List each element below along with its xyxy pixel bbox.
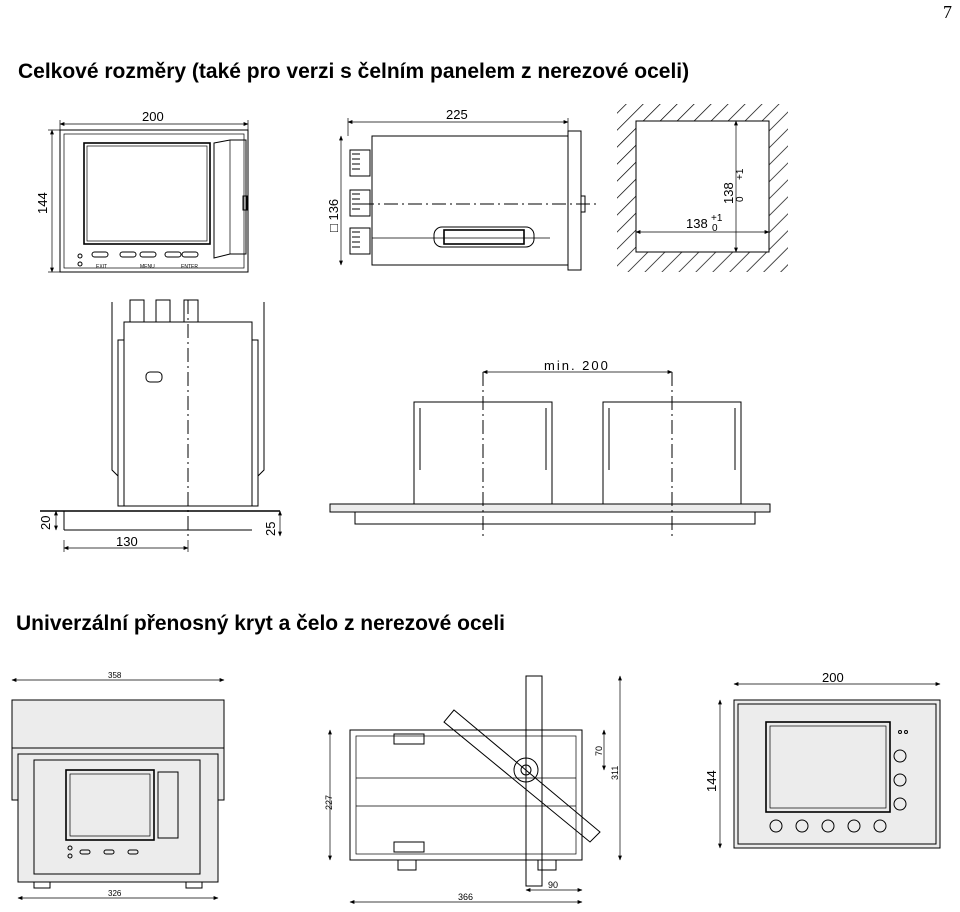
dim-front-width: 200 bbox=[142, 109, 164, 124]
dim-side-depth: 225 bbox=[446, 107, 468, 122]
dim-side-depth: 366 bbox=[458, 892, 473, 902]
side-view-drawing: 225 □ 136 bbox=[326, 107, 600, 271]
tol-plus-h: +1 bbox=[735, 168, 746, 180]
button-label-menu: MENU bbox=[140, 264, 155, 270]
button-label-exit: EXIT bbox=[96, 264, 107, 270]
stainless-front-drawing: 200 144 bbox=[704, 670, 941, 849]
dim-case-width: 358 bbox=[108, 671, 122, 680]
section-title-dimensions: Celkové rozměry (také pro verzi s čelním… bbox=[18, 60, 690, 83]
case-front-drawing: 358 326 bbox=[11, 671, 225, 900]
section-title-portable-case: Univerzální přenosný kryt a čelo z nerez… bbox=[16, 612, 506, 635]
front-view-drawing: EXIT MENU ENTER 200 144 bbox=[35, 109, 249, 273]
dim-cutout-height: 138 bbox=[721, 182, 736, 204]
dim-handle-90: 90 bbox=[548, 880, 558, 890]
dim-depth-130: 130 bbox=[116, 534, 138, 549]
dim-side-height: 227 bbox=[324, 795, 334, 810]
dim-front2-width: 200 bbox=[822, 670, 844, 685]
tol-zero-w: 0 bbox=[712, 223, 718, 234]
dim-case-bottom: 326 bbox=[108, 889, 122, 898]
dim-cutout-width: 138 bbox=[686, 216, 708, 231]
panel-cutout-drawing: 138 +1 0 138 +1 0 bbox=[617, 104, 788, 272]
mounted-side-drawing: 130 20 25 bbox=[38, 299, 282, 552]
dim-front-height: 144 bbox=[35, 192, 50, 214]
spacing-drawing: min. 200 bbox=[329, 358, 771, 540]
dim-height-311: 311 bbox=[610, 766, 620, 780]
dim-handle-70: 70 bbox=[594, 746, 604, 756]
page-number: 7 bbox=[943, 2, 952, 22]
case-side-drawing: 227 70 311 90 366 bbox=[324, 675, 622, 904]
tol-plus-w: +1 bbox=[711, 213, 723, 224]
button-label-enter: ENTER bbox=[181, 264, 198, 270]
dim-min-spacing: min. 200 bbox=[544, 358, 610, 373]
dim-bottom-25: 25 bbox=[263, 522, 278, 536]
dim-panel-20: 20 bbox=[38, 516, 53, 530]
dim-front2-height: 144 bbox=[704, 770, 719, 792]
tol-zero-h: 0 bbox=[735, 196, 746, 202]
dim-side-square: □ 136 bbox=[326, 199, 341, 232]
